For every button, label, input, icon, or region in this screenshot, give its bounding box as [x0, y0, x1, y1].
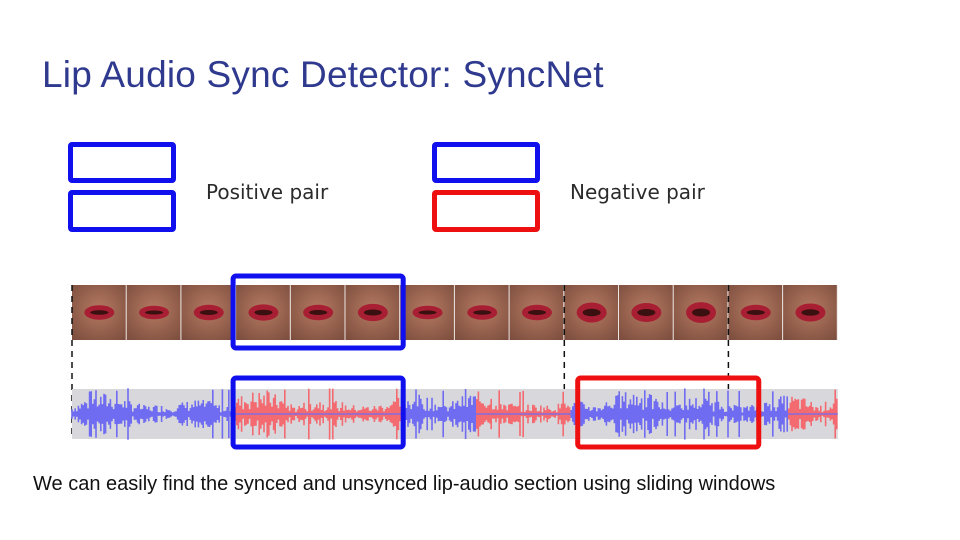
mouth-opening: [801, 309, 820, 316]
positive-pair-bottom-box: [68, 190, 176, 232]
mouth-opening: [309, 310, 328, 315]
video-frame: [564, 285, 620, 340]
frame-separator: [235, 285, 237, 340]
video-frame: [290, 285, 346, 340]
mouth-opening: [254, 309, 273, 316]
positive-video-window: [230, 273, 406, 351]
frame-separator: [125, 285, 128, 340]
frame-separator: [618, 285, 620, 340]
video-frame: [400, 285, 456, 340]
caption-text: We can easily find the synced and unsync…: [33, 473, 776, 495]
video-frame: [236, 285, 292, 340]
mouth-opening: [418, 310, 437, 315]
negative-pair-top-box: [432, 142, 540, 183]
negative-pair-label: Negative pair: [570, 180, 705, 204]
audio-waveform: [71, 388, 838, 440]
video-frame: [783, 285, 839, 340]
video-frame: [181, 285, 237, 340]
mouth-opening: [199, 310, 218, 315]
video-frame: [509, 285, 565, 340]
frame-separator: [289, 285, 292, 340]
frame-separator: [453, 285, 456, 340]
negative-audio-window: [575, 375, 762, 450]
mouth-opening: [363, 309, 382, 316]
video-frame: [673, 285, 729, 340]
mouth-opening: [145, 310, 164, 315]
mouth-opening: [90, 310, 109, 315]
dashed-guide-lines: [71, 285, 730, 439]
frame-separator: [782, 285, 784, 340]
video-frame-strip: [72, 285, 839, 340]
mouth-opening: [473, 310, 492, 315]
video-frame: [619, 285, 675, 340]
video-frame: [126, 285, 182, 340]
video-frame: [345, 285, 401, 340]
video-frame: [454, 285, 511, 340]
frame-separator: [180, 285, 182, 340]
sliding-windows: [230, 273, 762, 450]
video-frame: [728, 285, 784, 340]
mouth-opening: [527, 310, 546, 315]
mouth-opening: [692, 308, 711, 317]
mouth-opening: [582, 308, 601, 317]
positive-pair-label: Positive pair: [206, 180, 329, 204]
frame-separator: [399, 285, 401, 340]
frame-separator: [836, 285, 839, 340]
slide-title: Lip Audio Sync Detector: SyncNet: [42, 54, 604, 95]
positive-pair-top-box: [68, 142, 176, 183]
video-frame: [72, 285, 128, 340]
negative-pair-bottom-box: [432, 190, 540, 232]
frame-separator: [344, 285, 346, 340]
frame-separator: [508, 285, 511, 340]
mouth-opening: [637, 309, 656, 316]
mouth-opening: [746, 310, 765, 315]
frame-separator: [672, 285, 675, 340]
positive-audio-window: [230, 375, 406, 450]
